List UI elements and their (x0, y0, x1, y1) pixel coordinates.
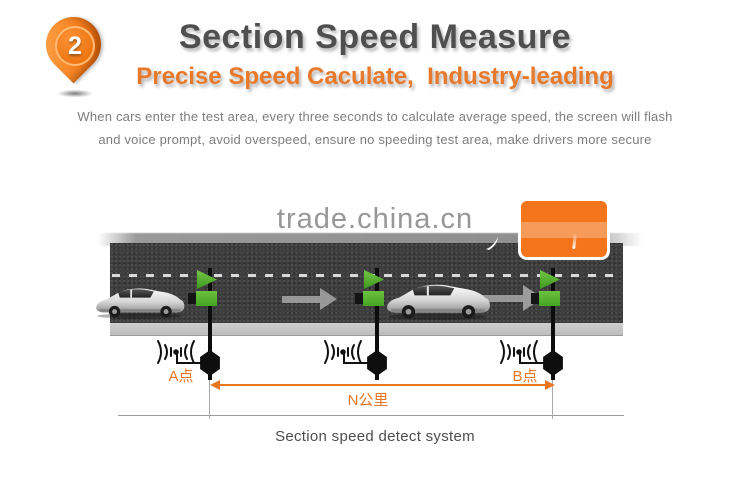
description-line: and voice prompt, avoid overspeed, ensur… (98, 132, 652, 147)
sensor-unit (539, 291, 560, 306)
speed-display-sign (518, 198, 610, 260)
checkpoint-mid (317, 266, 437, 420)
point-b-label: B点 (512, 368, 538, 385)
diagram-caption: Section speed detect system (275, 428, 475, 445)
watermark-text: trade.china.cn (276, 203, 474, 235)
car-icon (387, 284, 490, 320)
direction-arrow-icon (282, 288, 338, 311)
distance-arrow-left (210, 380, 220, 390)
detector-node-icon (543, 350, 563, 376)
checkpoint-a (150, 266, 270, 420)
location-pin-icon: 2 (34, 5, 113, 100)
sensor-unit (363, 291, 384, 306)
road-bottom-edge (110, 323, 623, 336)
step-number: 2 (68, 31, 82, 60)
detector-node-icon (367, 350, 387, 376)
signal-waves-icon (157, 340, 195, 364)
distance-arrow (219, 384, 546, 386)
pole (551, 268, 555, 380)
sensor-unit (196, 291, 217, 306)
page-title: Section Speed Measure (178, 18, 572, 56)
pole (375, 268, 379, 380)
page-subtitle: Precise Speed Caculate, Industry-leading (136, 63, 614, 90)
guide-line-a (209, 378, 210, 419)
baseline (118, 415, 624, 416)
distance-arrow-right (545, 380, 555, 390)
distance-label: N公里 (347, 392, 389, 409)
pin-shadow (50, 88, 100, 99)
sensor-camera (531, 293, 540, 304)
white-swoosh-icon (486, 237, 498, 250)
point-a-label: A点 (168, 368, 194, 385)
pole (208, 268, 212, 380)
road-top-edge (98, 233, 642, 246)
sensor-camera (188, 293, 197, 304)
sign-band (521, 222, 607, 238)
sensor-flag-icon (364, 270, 384, 289)
signal-waves-icon (500, 340, 538, 364)
detector-node-icon (200, 350, 220, 376)
sensor-flag-icon (197, 270, 217, 289)
sensor-camera (355, 293, 364, 304)
car-icon (96, 288, 185, 319)
guide-line-b (552, 378, 553, 419)
pin-circle: 2 (55, 26, 95, 66)
checkpoint-b (493, 266, 613, 420)
description-line: When cars enter the test area, every thr… (77, 109, 673, 124)
sensor-flag-icon (540, 270, 560, 289)
sign-streak (572, 233, 577, 250)
signal-waves-icon (324, 340, 362, 364)
